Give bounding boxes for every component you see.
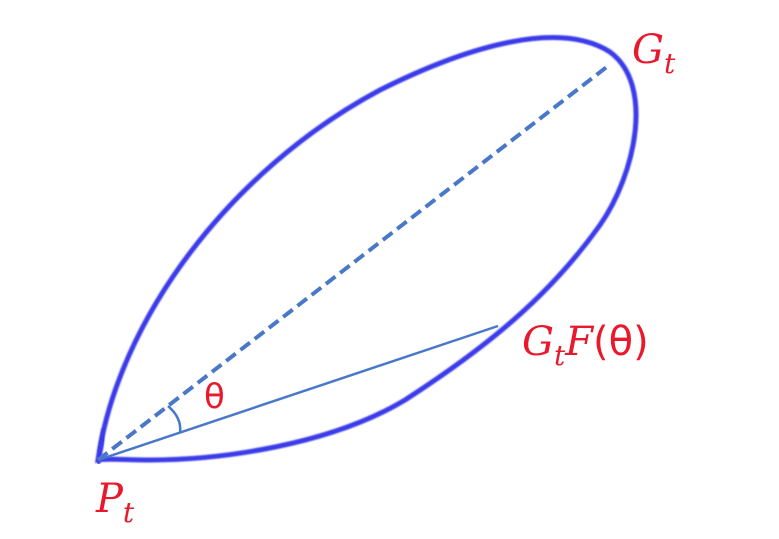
- main-beam-axis: [96, 64, 610, 462]
- radiation-lobe: [95, 35, 639, 464]
- label-angle: θ: [204, 377, 225, 417]
- label-transmitter: Pt: [95, 476, 135, 529]
- off-axis-line: [97, 324, 499, 462]
- label-gain-main: Gt: [632, 27, 676, 80]
- angle-arc: [167, 405, 182, 434]
- origin-mark: [95, 427, 107, 465]
- label-gain-theta: GtF(θ): [522, 319, 649, 372]
